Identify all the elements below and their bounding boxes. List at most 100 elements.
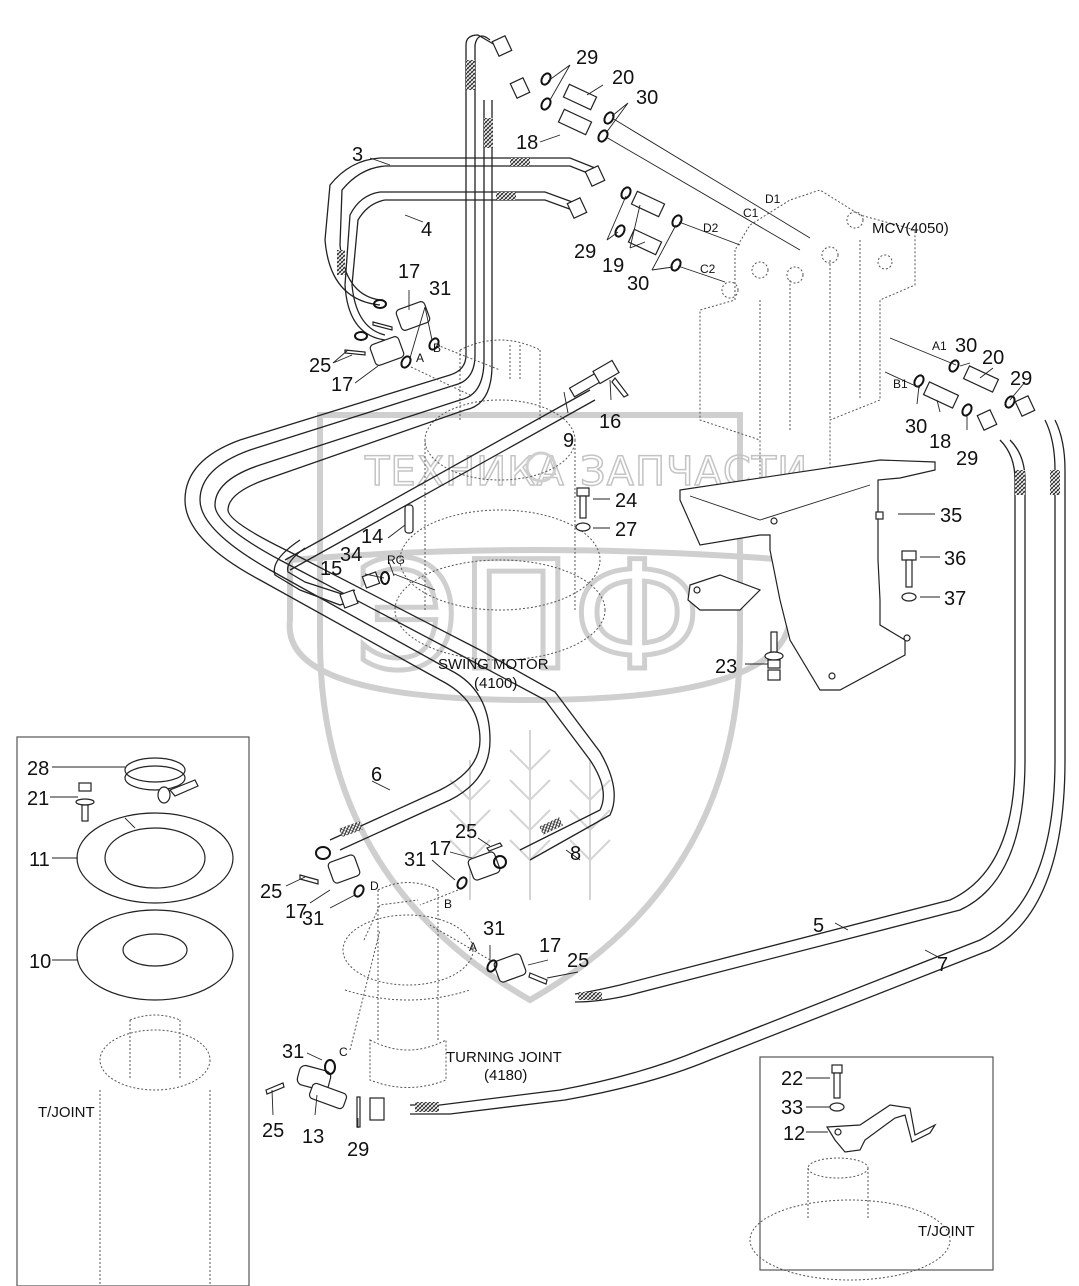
- leader-lines: [50, 64, 1026, 1133]
- callout-17-a: 17: [398, 261, 420, 283]
- callout-14: 14: [361, 526, 383, 548]
- callout-numbers: 29 20 30 18 3 4 29 19 30 17 31 25 17 16 …: [27, 47, 1032, 1161]
- callout-27: 27: [615, 519, 637, 541]
- callout-5: 5: [813, 915, 824, 937]
- fittings: [265, 34, 1036, 1128]
- callout-19: 19: [602, 255, 624, 277]
- callout-8: 8: [570, 843, 581, 865]
- callout-29-r2: 29: [956, 448, 978, 470]
- callout-15: 15: [320, 558, 342, 580]
- callout-17-b: 17: [331, 374, 353, 396]
- mcv-label: MCV(4050): [872, 220, 949, 237]
- callout-3: 3: [352, 144, 363, 166]
- port-label-d2: D2: [703, 221, 719, 235]
- callout-7: 7: [937, 954, 948, 976]
- port-label-a1: A1: [932, 339, 947, 353]
- hose-8: [214, 100, 604, 851]
- callout-11: 11: [29, 849, 50, 871]
- callout-16: 16: [599, 411, 621, 433]
- hose-braids: [337, 60, 1060, 1112]
- port-label-tj-c: C: [339, 1045, 348, 1059]
- callout-17-e: 17: [539, 935, 561, 957]
- callout-25-c: 25: [260, 881, 282, 903]
- callout-33: 33: [781, 1097, 803, 1119]
- callout-29-mid: 29: [574, 241, 596, 263]
- mcv-valve-block: [699, 189, 916, 481]
- callout-23: 23: [715, 656, 737, 678]
- callout-25-a: 25: [309, 355, 331, 377]
- callout-25-e: 25: [262, 1120, 284, 1142]
- inset-left-parts: [75, 757, 234, 1286]
- callout-30-r1: 30: [955, 335, 977, 357]
- callout-6: 6: [371, 764, 382, 786]
- port-label-d1: D1: [765, 192, 781, 206]
- callout-31-c: 31: [302, 908, 324, 930]
- callout-4: 4: [421, 219, 432, 241]
- hose-7: [410, 419, 1056, 1106]
- hoses: [184, 34, 1066, 1115]
- callout-28: 28: [27, 758, 49, 780]
- port-label-c2: C2: [700, 262, 716, 276]
- watermark-banner: [286, 547, 793, 704]
- port-label-motor-b: B: [433, 341, 441, 355]
- watermark-shield: [317, 412, 743, 1004]
- callout-12: 12: [783, 1123, 805, 1145]
- watermark-wheat-icon: [449, 730, 611, 900]
- callout-25-b: 25: [455, 821, 477, 843]
- watermark-gear-icon: [525, 451, 557, 483]
- callout-31-b: 31: [404, 849, 426, 871]
- hose-3: [324, 157, 601, 306]
- turning-joint-code: (4180): [484, 1067, 527, 1084]
- callout-35: 35: [940, 505, 962, 527]
- inset-right-parts: [749, 1064, 951, 1281]
- callout-34: 34: [340, 544, 362, 566]
- callout-25-d: 25: [567, 950, 589, 972]
- callout-21: 21: [27, 788, 49, 810]
- port-label-b1: B1: [893, 377, 908, 391]
- callout-20-r: 20: [982, 347, 1004, 369]
- tjoint-inset-left-label: T/JOINT: [38, 1104, 95, 1121]
- callout-31-e: 31: [282, 1041, 304, 1063]
- port-label-c1: C1: [743, 206, 759, 220]
- callout-30-mid: 30: [627, 273, 649, 295]
- callout-29-top: 29: [576, 47, 598, 69]
- hose-4: [344, 191, 576, 341]
- swing-motor-label: SWING MOTOR: [438, 656, 549, 673]
- swing-motor: [394, 339, 606, 661]
- callout-17-d: 17: [285, 901, 307, 923]
- port-label-rg: RG: [387, 553, 405, 567]
- callout-36: 36: [944, 548, 966, 570]
- callout-31-d: 31: [483, 918, 505, 940]
- hose-5: [574, 439, 1016, 995]
- callout-24: 24: [615, 490, 637, 512]
- callout-9: 9: [563, 430, 574, 452]
- callout-10: 10: [29, 951, 51, 973]
- swing-motor-code: (4100): [474, 675, 517, 692]
- callout-30-top: 30: [636, 87, 658, 109]
- tjoint-inset-right-label: T/JOINT: [918, 1223, 975, 1240]
- component-captions: MCV(4050) SWING MOTOR (4100) TURNING JOI…: [38, 220, 975, 1240]
- callout-30-r2: 30: [905, 416, 927, 438]
- bracket: [679, 459, 936, 691]
- callout-18-r: 18: [929, 431, 951, 453]
- callout-37: 37: [944, 588, 966, 610]
- callout-22: 22: [781, 1068, 803, 1090]
- watermark-logo: ЭПФ: [355, 530, 702, 704]
- turning-joint-label: TURNING JOINT: [446, 1049, 562, 1066]
- inset-frame-right: [759, 1056, 994, 1271]
- hose-9: [284, 389, 591, 561]
- port-label-tj-d: D: [370, 879, 379, 893]
- inset-frame-left: [16, 736, 250, 1286]
- port-label-tj-b: B: [444, 897, 452, 911]
- port-label-motor-a: A: [416, 351, 424, 365]
- callout-18-top: 18: [516, 132, 538, 154]
- callout-29-bot: 29: [347, 1139, 369, 1161]
- callout-20-top: 20: [612, 67, 634, 89]
- callout-17-c: 17: [429, 838, 451, 860]
- callout-13: 13: [302, 1126, 324, 1148]
- port-labels: D1 C1 D2 C2 A1 B1 A B RG A B C D: [339, 192, 947, 1059]
- callout-31-a: 31: [429, 278, 451, 300]
- port-label-tj-a: A: [469, 940, 477, 954]
- turning-joint: [342, 882, 474, 1088]
